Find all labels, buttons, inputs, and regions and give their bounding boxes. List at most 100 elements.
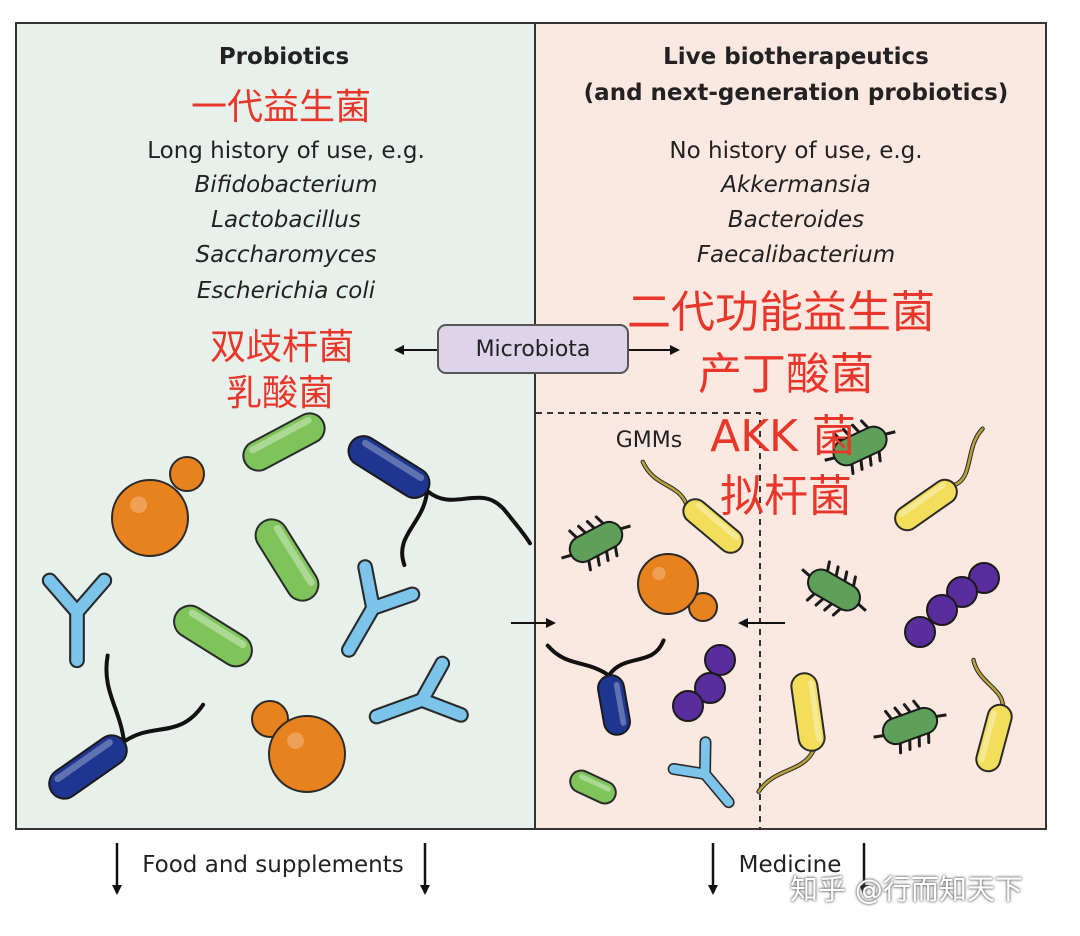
bug-4-antenna [873, 734, 884, 739]
blue-rod-2-flagellum [104, 653, 206, 744]
bug-3-antenna [801, 568, 811, 578]
blue-rod-1-flagellum [400, 488, 532, 568]
coccus-chain-1-coccus-1 [694, 672, 726, 704]
probiotics-intro: Long history of use, e.g. [147, 138, 425, 164]
green-rod-1 [242, 412, 326, 472]
yellow-rod-2 [894, 426, 985, 532]
green-rod-4-shine [578, 774, 611, 792]
yeast-3-shine [652, 566, 666, 581]
yeast-2-cell [268, 715, 346, 793]
blue-rod-3 [545, 638, 666, 736]
blue-rod-2-body [48, 734, 128, 800]
microbiota-label: Microbiota [475, 336, 591, 362]
cn-label-akk: AKK 菌 [710, 411, 856, 462]
green-rod-1-body [242, 412, 326, 472]
bug-3-body [807, 568, 861, 612]
green-rod-3-body [173, 604, 253, 668]
blue-rod-2-shine [54, 739, 113, 783]
yellow-rod-2-flagellum [953, 427, 984, 487]
bug-2-body [832, 425, 888, 467]
bug-1-antenna [561, 553, 572, 560]
yeast-1-shine [130, 496, 147, 514]
bug-3 [801, 560, 867, 617]
bug-1-body [568, 520, 624, 564]
bug-1 [561, 515, 631, 572]
example-akkermansia: Akkermansia [721, 172, 871, 198]
antibody-2 [340, 559, 421, 658]
yellow-rod-4-flagellum [972, 658, 1005, 707]
yellow-rod-3-shine [808, 680, 822, 742]
yeast-1-bud [169, 456, 205, 492]
antibody-2-arms [343, 561, 419, 656]
lbp-title-line1: Live biotherapeutics [663, 44, 929, 70]
green-rod-4 [569, 769, 617, 805]
antibody-1-arms [43, 574, 111, 667]
yeast-2-shine [287, 732, 304, 750]
blue-rod-3-flagellum [545, 638, 666, 678]
blue-rod-1-body [347, 435, 431, 499]
coccus-chain-1-coccus-2 [672, 690, 704, 722]
example-saccharomyces: Saccharomyces [195, 242, 377, 268]
bug-2-antenna [824, 456, 835, 462]
yellow-rod-3 [756, 672, 826, 794]
bug-2-tail [885, 430, 896, 436]
example-escherichia-coli: Escherichia coli [196, 278, 376, 304]
watermark: 知乎 @行而知天下 [790, 873, 1023, 906]
bug-2 [824, 419, 896, 476]
gmms-label: GMMs [615, 428, 683, 453]
blue-rod-2 [48, 653, 206, 800]
cn-label-lacto: 乳酸菌 [225, 373, 335, 414]
yellow-rod-3-body [790, 672, 826, 752]
yellow-rod-1-flagellum [641, 460, 688, 505]
bug-4-body [881, 706, 939, 746]
antibody-3 [368, 655, 469, 725]
green-rod-2-body [254, 518, 320, 602]
antibody-4 [667, 736, 735, 809]
green-rod-3-shine [188, 609, 247, 649]
yellow-rod-2-body [894, 478, 958, 532]
antibody-1 [41, 572, 113, 669]
yellow-rod-1 [640, 459, 744, 554]
yellow-rod-2-flagellum-outline [952, 426, 985, 488]
coccus-chain-2 [904, 562, 1000, 648]
cn-label-bifido: 双歧杆菌 [209, 327, 355, 368]
coccus-chain-2-coccus-1 [946, 576, 978, 608]
yeast-3 [637, 553, 718, 622]
bug-3-tail [857, 602, 867, 612]
probiotics-title-cn: 一代益生菌 [190, 87, 372, 128]
gmm-boundary [536, 412, 761, 830]
blue-rod-3-shine [613, 682, 627, 726]
yellow-rod-1-shine [695, 502, 740, 540]
coccus-chain-2-coccus-3 [904, 616, 936, 648]
medicine-label: Medicine [738, 852, 842, 878]
lbp-intro: No history of use, e.g. [669, 138, 923, 164]
antibody-3-arms [370, 657, 467, 723]
coccus-chain-1 [672, 644, 736, 722]
antibody-4-arms [669, 737, 734, 807]
blue-rod-1 [347, 435, 532, 568]
probiotics-panel [15, 22, 536, 830]
green-rod-2-shine [273, 524, 315, 587]
bug-1-tail [620, 524, 631, 531]
yellow-rod-1-body [682, 498, 744, 554]
blue-rod-3-body [597, 674, 631, 736]
blue-rod-1-shine [362, 439, 425, 482]
bug-4-tail [936, 713, 947, 718]
example-lactobacillus: Lactobacillus [211, 207, 361, 233]
cn-label-next-gen: 二代功能益生菌 [627, 287, 935, 338]
bug-4 [873, 699, 947, 755]
lbp-title-line2: (and next-generation probiotics) [583, 80, 1009, 106]
yellow-rod-4-shine [978, 710, 997, 763]
example-bacteroides: Bacteroides [727, 207, 865, 233]
coccus-chain-2-coccus-2 [926, 594, 958, 626]
yellow-rod-4-body [975, 703, 1013, 773]
green-rod-1-shine [249, 417, 312, 454]
yeast-2 [251, 700, 346, 793]
probiotics-title: Probiotics [218, 44, 350, 70]
microbiota-box: Microbiota [437, 324, 629, 374]
yellow-rod-4 [971, 657, 1013, 773]
cn-label-bacteroides: 拟杆菌 [720, 471, 852, 522]
cn-label-butyrate: 产丁酸菌 [698, 349, 874, 400]
yeast-3-bud [688, 592, 718, 622]
